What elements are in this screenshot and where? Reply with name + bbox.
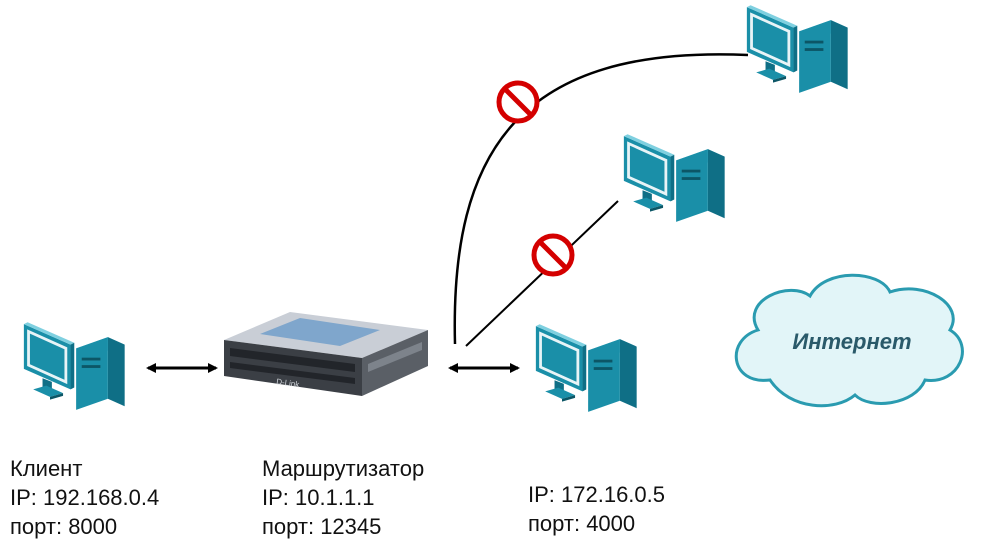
cloud-label: Интернет <box>792 329 911 354</box>
router-label: Маршрутизатор IP: 10.1.1.1 порт: 12345 <box>262 454 424 541</box>
router-port: порт: 12345 <box>262 514 382 539</box>
router-ip: IP: 10.1.1.1 <box>262 485 375 510</box>
client-label: Клиент IP: 192.168.0.4 порт: 8000 <box>10 454 159 541</box>
router-brand: D-Link <box>276 377 301 389</box>
server-ip: IP: 172.16.0.5 <box>528 482 665 507</box>
client-name: Клиент <box>10 456 83 481</box>
remote-computer-top-icon <box>745 3 850 95</box>
server-computer-icon <box>534 322 639 414</box>
server-port: порт: 4000 <box>528 511 636 536</box>
blocked-icon <box>531 233 575 277</box>
remote-computer-middle-icon <box>622 132 727 224</box>
router-icon: D-Link <box>224 312 428 396</box>
router-name: Маршрутизатор <box>262 456 425 481</box>
blocked-icon <box>496 80 540 124</box>
server-label: IP: 172.16.0.5 порт: 4000 <box>528 480 665 538</box>
client-computer-icon <box>22 320 127 412</box>
cloud-icon: Интернет <box>734 273 964 408</box>
client-port: порт: 8000 <box>10 514 118 539</box>
connection-to-remote-middle <box>465 200 619 347</box>
client-ip: IP: 192.168.0.4 <box>10 485 160 510</box>
